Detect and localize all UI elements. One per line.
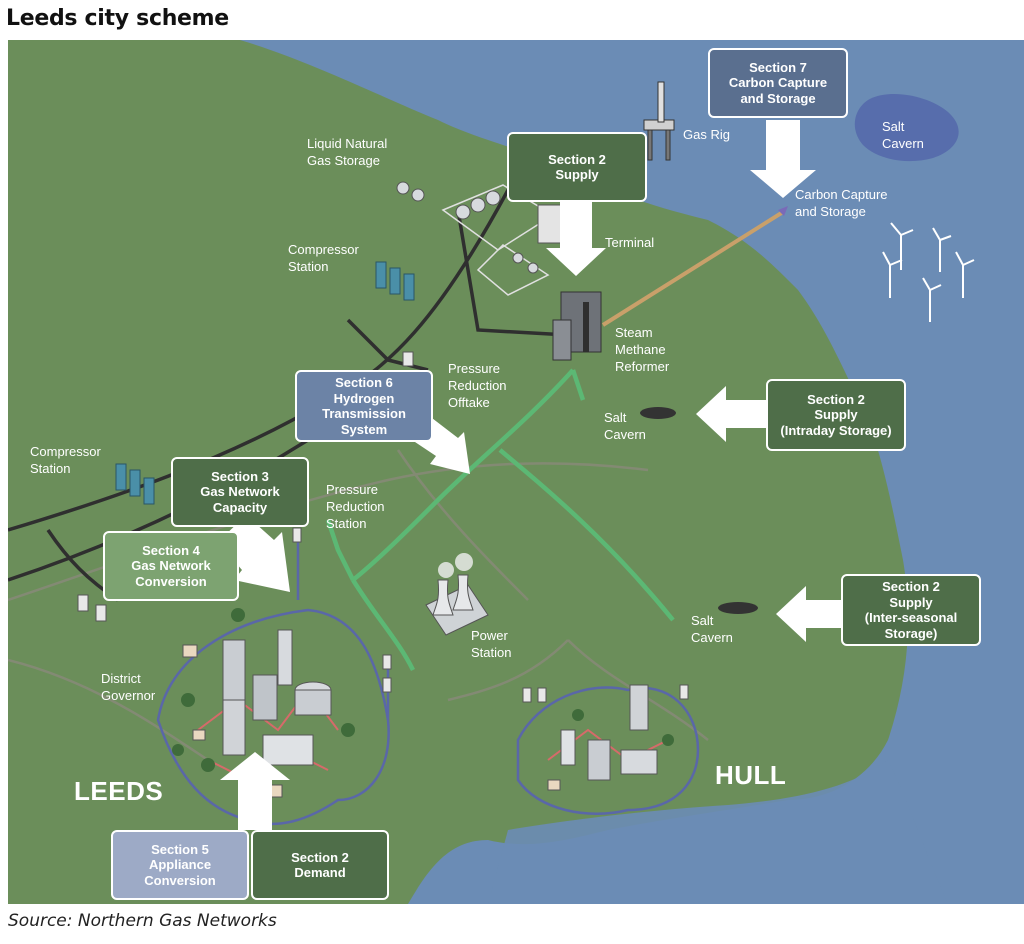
label-gas-rig: Gas Rig [683, 127, 730, 142]
hydrogen-pipes [325, 368, 675, 672]
power-station-plant [425, 553, 489, 636]
leeds-buildings [172, 608, 355, 798]
salt-cavern-mid-shape [640, 407, 676, 419]
ccs-arrowhead [778, 206, 788, 216]
compressor-stations [115, 261, 415, 505]
salt-cavern-low-shape [718, 602, 758, 614]
arrow-s2-demand [220, 752, 290, 830]
estuary [488, 760, 948, 904]
arrow-s7 [750, 120, 816, 198]
arrow-s2-supply [546, 200, 606, 276]
label-terminal: Terminal [605, 235, 655, 250]
arrow-s2-interseasonal [776, 586, 844, 642]
page-title: Leeds city scheme [6, 6, 229, 31]
smr-plant [552, 291, 602, 361]
hull-buildings [547, 684, 674, 791]
gas-rig-structure [643, 81, 675, 161]
arrow-s2-intraday [696, 386, 770, 442]
ccs-pipeline [601, 210, 785, 327]
wind-farm [882, 222, 975, 322]
city-leeds: LEEDS [74, 776, 164, 806]
hull-local-network [516, 686, 700, 815]
source-note: Source: Northern Gas Networks [8, 911, 277, 931]
city-hull: HULL [715, 760, 787, 790]
salt-cavern-sea-shape [854, 93, 959, 162]
prs-equipment [77, 351, 689, 703]
